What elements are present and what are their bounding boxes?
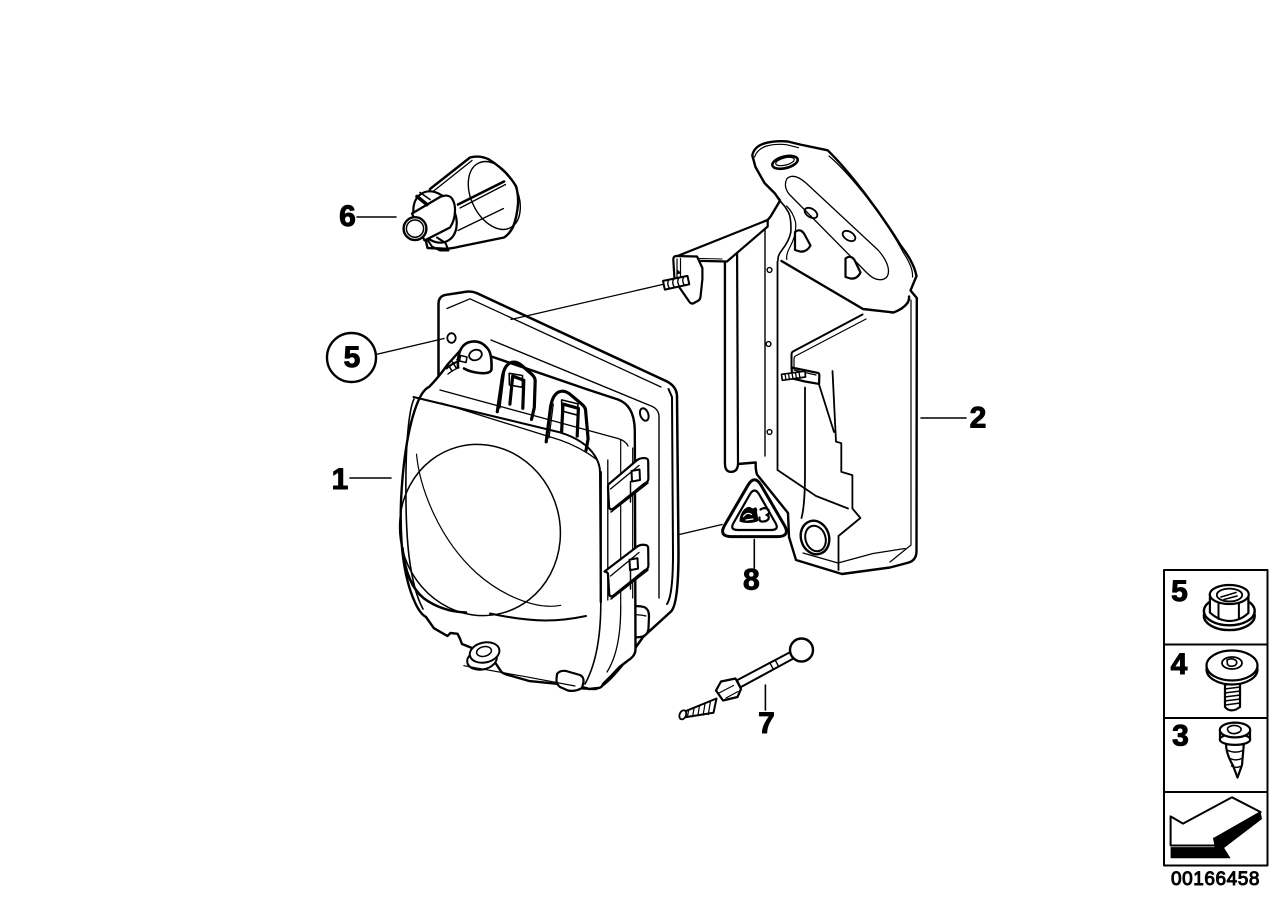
svg-text:00166458: 00166458 bbox=[1171, 869, 1260, 890]
svg-text:4: 4 bbox=[1171, 648, 1188, 681]
svg-text:8: 8 bbox=[743, 564, 760, 597]
svg-text:2: 2 bbox=[970, 402, 987, 435]
svg-text:7: 7 bbox=[758, 707, 775, 740]
svg-text:1: 1 bbox=[332, 463, 349, 496]
svg-text:5: 5 bbox=[344, 341, 361, 374]
svg-text:6: 6 bbox=[339, 200, 356, 233]
svg-text:3: 3 bbox=[1172, 720, 1189, 753]
svg-text:5: 5 bbox=[1171, 575, 1188, 608]
